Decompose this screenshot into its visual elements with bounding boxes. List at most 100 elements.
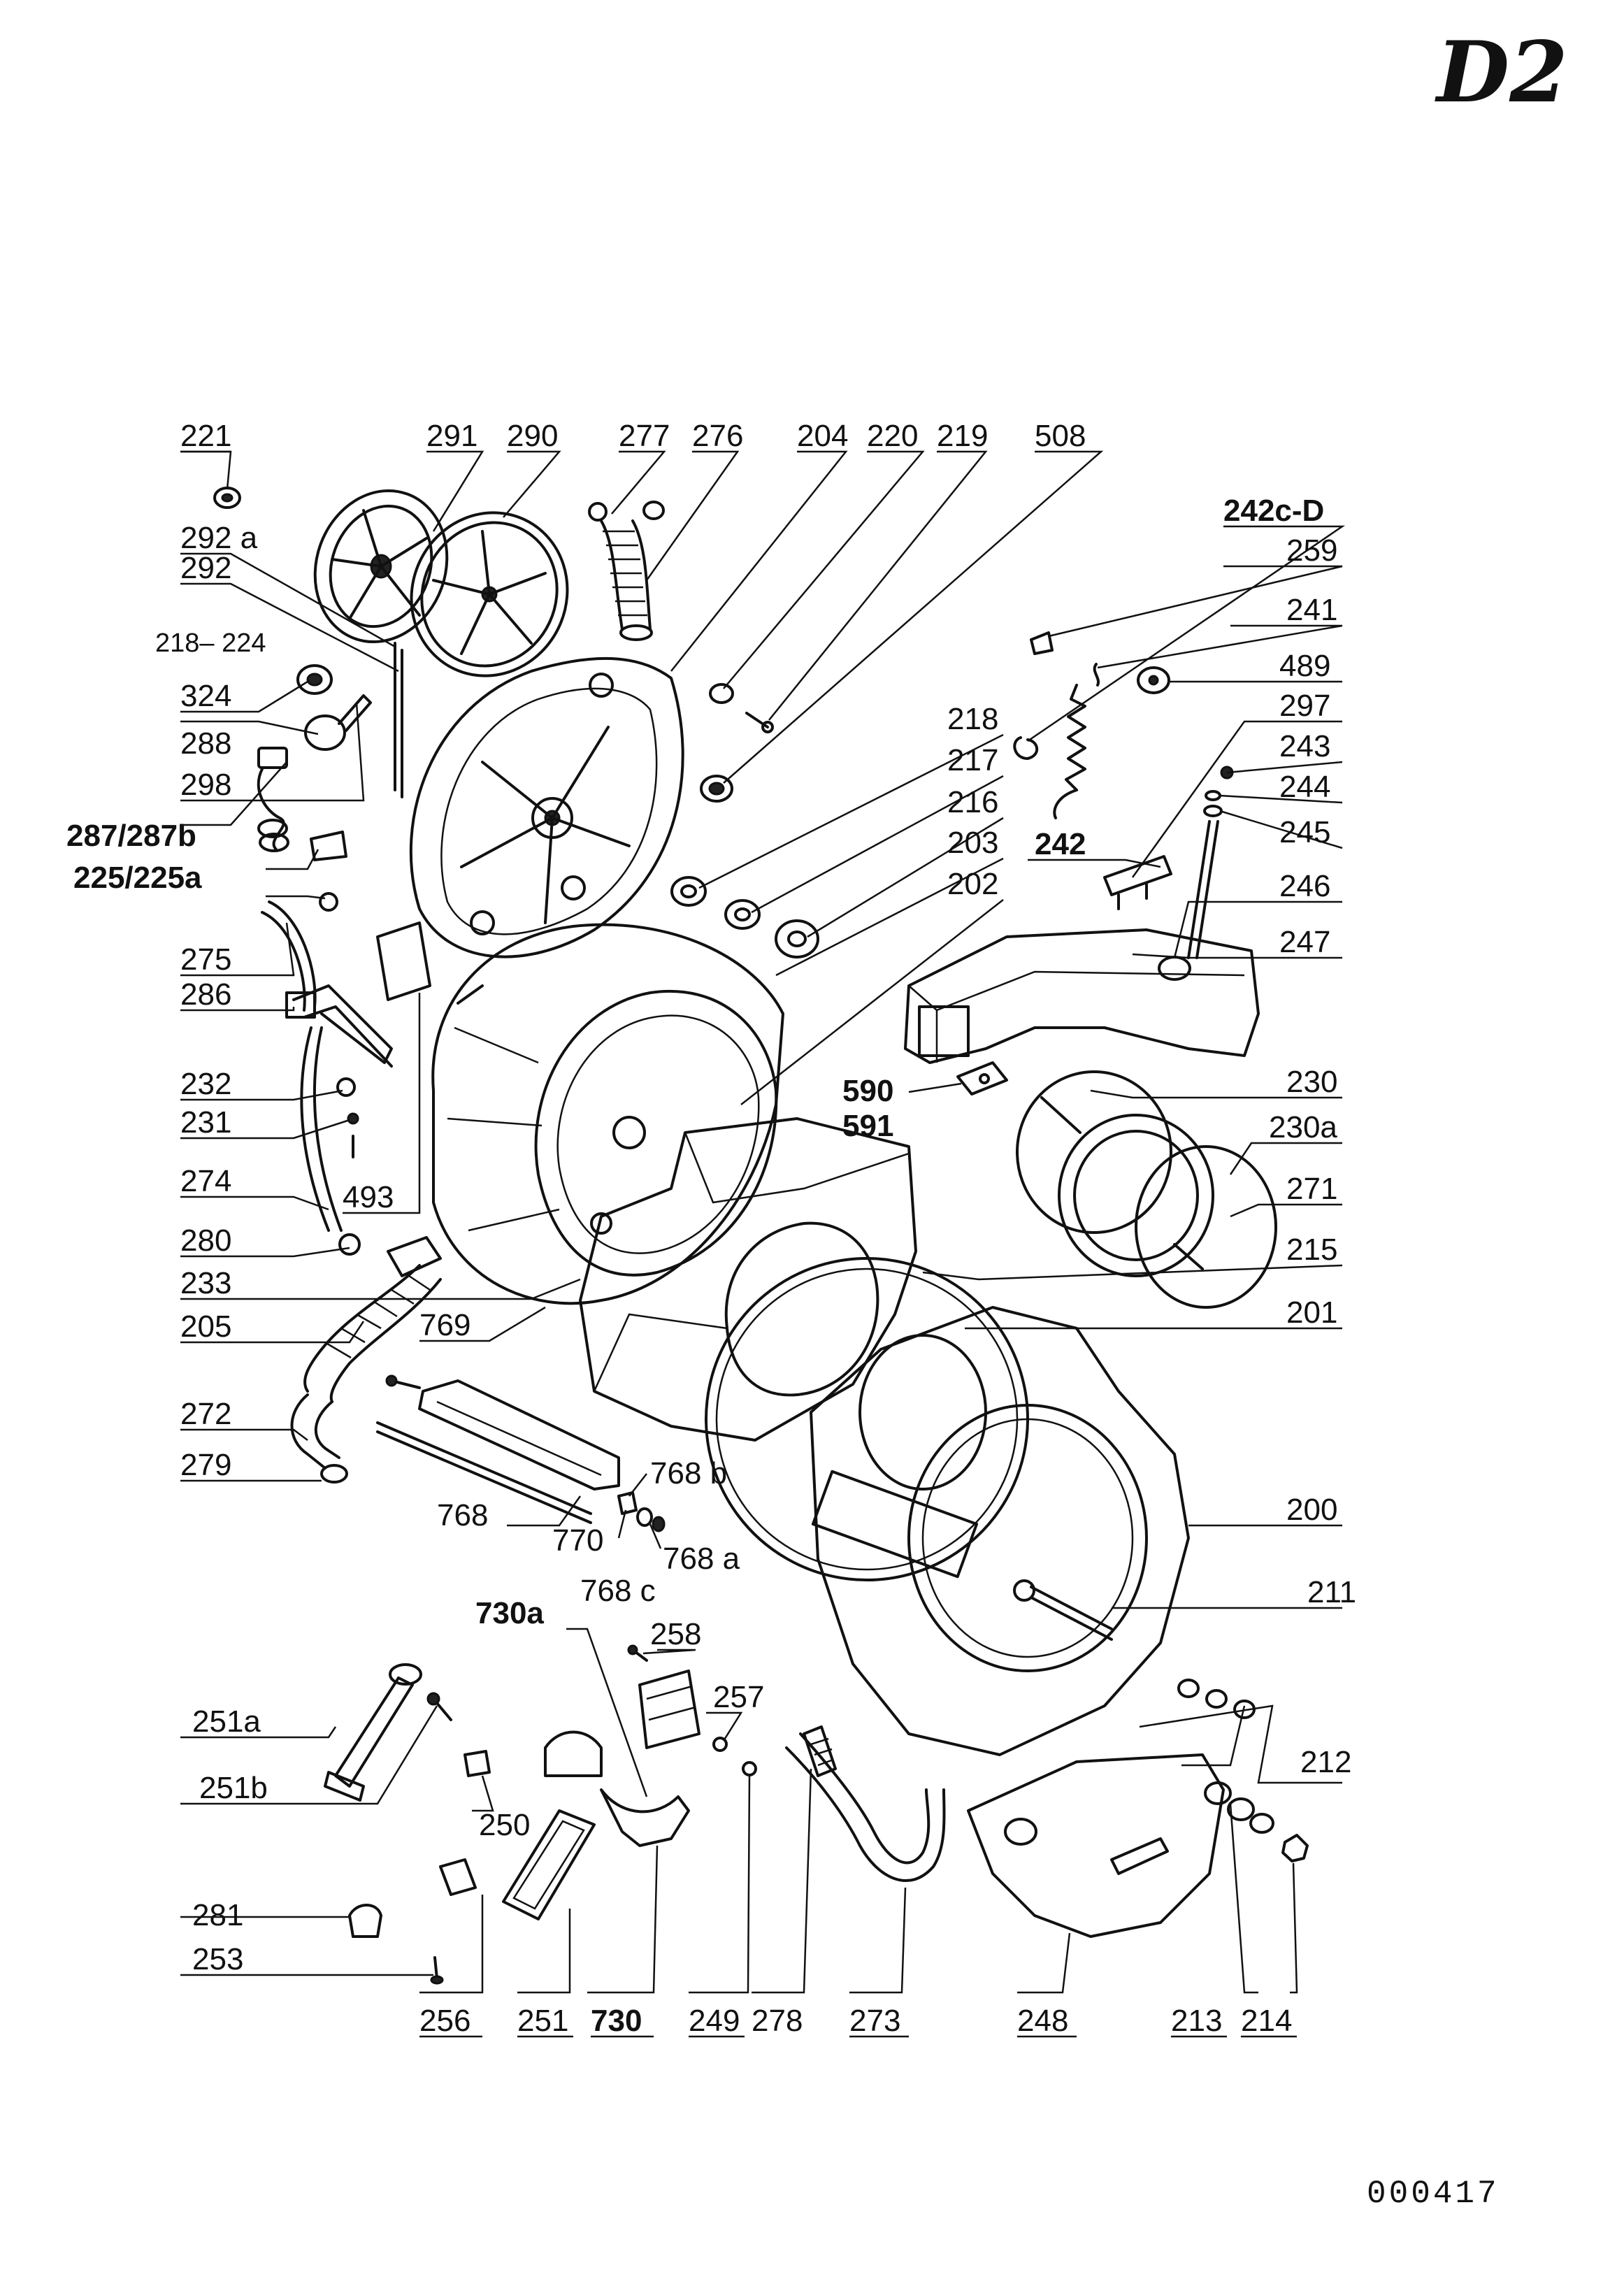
part-242-spring — [1053, 684, 1086, 819]
part-247-counterweight — [904, 928, 1260, 1064]
label-249: 249 — [689, 2004, 740, 2038]
part-214-nut — [1281, 1834, 1309, 1862]
label-205: 205 — [180, 1309, 231, 1344]
part-244-washer — [1205, 790, 1221, 801]
label-276: 276 — [692, 419, 743, 453]
document-code: 000417 — [1367, 2176, 1500, 2212]
part-225-nut — [319, 892, 338, 912]
label-279: 279 — [180, 1448, 231, 1482]
label-213: 213 — [1171, 2004, 1222, 2038]
part-286-heater — [285, 984, 393, 1068]
part-204-rear-tub — [409, 656, 684, 958]
label-768: 768 — [437, 1498, 488, 1532]
label-259: 259 — [1286, 533, 1337, 568]
label-286: 286 — [180, 977, 231, 1012]
label-204: 204 — [797, 419, 848, 453]
label-292: 292 — [180, 551, 231, 585]
part-253-pin — [430, 1956, 444, 1985]
part-218-224-bearing — [296, 664, 333, 695]
part-211-bolt — [1013, 1579, 1113, 1641]
part-290-drum-pulley — [410, 511, 569, 677]
part-292-rod — [394, 642, 403, 798]
label-273: 273 — [849, 2004, 900, 2038]
part-274-hose — [300, 1026, 343, 1232]
label-233: 233 — [180, 1266, 231, 1300]
part-216-bearing — [775, 919, 819, 958]
part-768-rod — [376, 1421, 592, 1524]
part-730-hinge — [600, 1788, 690, 1847]
label-768b: 768 b — [650, 1456, 727, 1491]
part-213-washer — [1204, 1781, 1274, 1834]
label-244: 244 — [1279, 770, 1330, 804]
part-245-washer — [1203, 805, 1223, 817]
part-203-drum — [431, 923, 784, 1305]
label-280: 280 — [180, 1223, 231, 1258]
label-243: 243 — [1279, 729, 1330, 763]
part-232-clip — [336, 1077, 356, 1097]
part-590-plate — [956, 1061, 1008, 1096]
label-508: 508 — [1035, 419, 1086, 453]
label-281: 281 — [192, 1898, 243, 1932]
part-200-front-panel — [810, 1306, 1190, 1756]
label-251: 251 — [517, 2004, 568, 2038]
part-248-counterweight — [967, 1753, 1225, 1938]
label-242: 242 — [1035, 827, 1086, 861]
part-493-screw — [457, 984, 484, 1005]
part-256-catch — [439, 1858, 477, 1896]
part-281-buffer — [348, 1904, 382, 1938]
part-508-seal — [700, 775, 733, 803]
label-256: 256 — [419, 2004, 470, 2038]
label-591: 591 — [842, 1109, 893, 1143]
label-253: 253 — [192, 1942, 243, 1976]
label-272: 272 — [180, 1397, 231, 1431]
label-242cd: 242c-D — [1223, 494, 1324, 528]
part-272-hose — [290, 1393, 340, 1470]
label-underlines — [180, 450, 1297, 2038]
part-278-filter — [803, 1725, 837, 1777]
part-768-washers — [617, 1491, 666, 1532]
label-214: 214 — [1241, 2004, 1292, 2038]
label-277: 277 — [619, 419, 670, 453]
label-291: 291 — [426, 419, 477, 453]
label-290: 290 — [507, 419, 558, 453]
label-287-287b: 287/287b — [66, 819, 196, 853]
part-259-clip — [1030, 631, 1054, 655]
label-250: 250 — [479, 1808, 530, 1842]
label-297: 297 — [1279, 689, 1330, 723]
part-257-nut — [712, 1737, 728, 1752]
label-202: 202 — [947, 867, 998, 901]
part-231-nut — [347, 1112, 359, 1158]
label-201: 201 — [1286, 1295, 1337, 1330]
part-257-hinge — [638, 1669, 700, 1749]
part-297-bracket — [1103, 855, 1172, 910]
leader-lines — [180, 450, 1346, 1994]
page-tag: D2 — [1435, 23, 1568, 122]
label-769: 769 — [419, 1308, 470, 1342]
label-218: 218 — [947, 702, 998, 736]
label-221: 221 — [180, 419, 231, 453]
label-203: 203 — [947, 826, 998, 860]
label-768c: 768 c — [580, 1574, 656, 1608]
label-216: 216 — [947, 785, 998, 819]
label-247: 247 — [1279, 925, 1330, 959]
part-249-nut — [742, 1761, 757, 1776]
part-279-clamp — [320, 1464, 348, 1484]
part-324-thermostat — [304, 694, 372, 751]
part-230-door-gasket — [1016, 1070, 1214, 1277]
part-241-hook — [1093, 663, 1100, 687]
part-251a-handle — [324, 1663, 422, 1802]
label-493: 493 — [343, 1180, 394, 1214]
label-211: 211 — [1307, 1575, 1356, 1609]
label-274: 274 — [180, 1164, 231, 1198]
label-288: 288 — [180, 726, 231, 761]
part-730a-hinge — [544, 1730, 603, 1777]
part-242cd-clip — [1013, 736, 1039, 760]
label-219: 219 — [937, 419, 988, 453]
part-277-clip — [588, 501, 665, 522]
part-770-bracket — [418, 1379, 620, 1491]
label-770: 770 — [552, 1523, 603, 1558]
label-246: 246 — [1279, 869, 1330, 903]
label-258: 258 — [650, 1617, 701, 1651]
part-298-wire-loop — [257, 768, 289, 852]
